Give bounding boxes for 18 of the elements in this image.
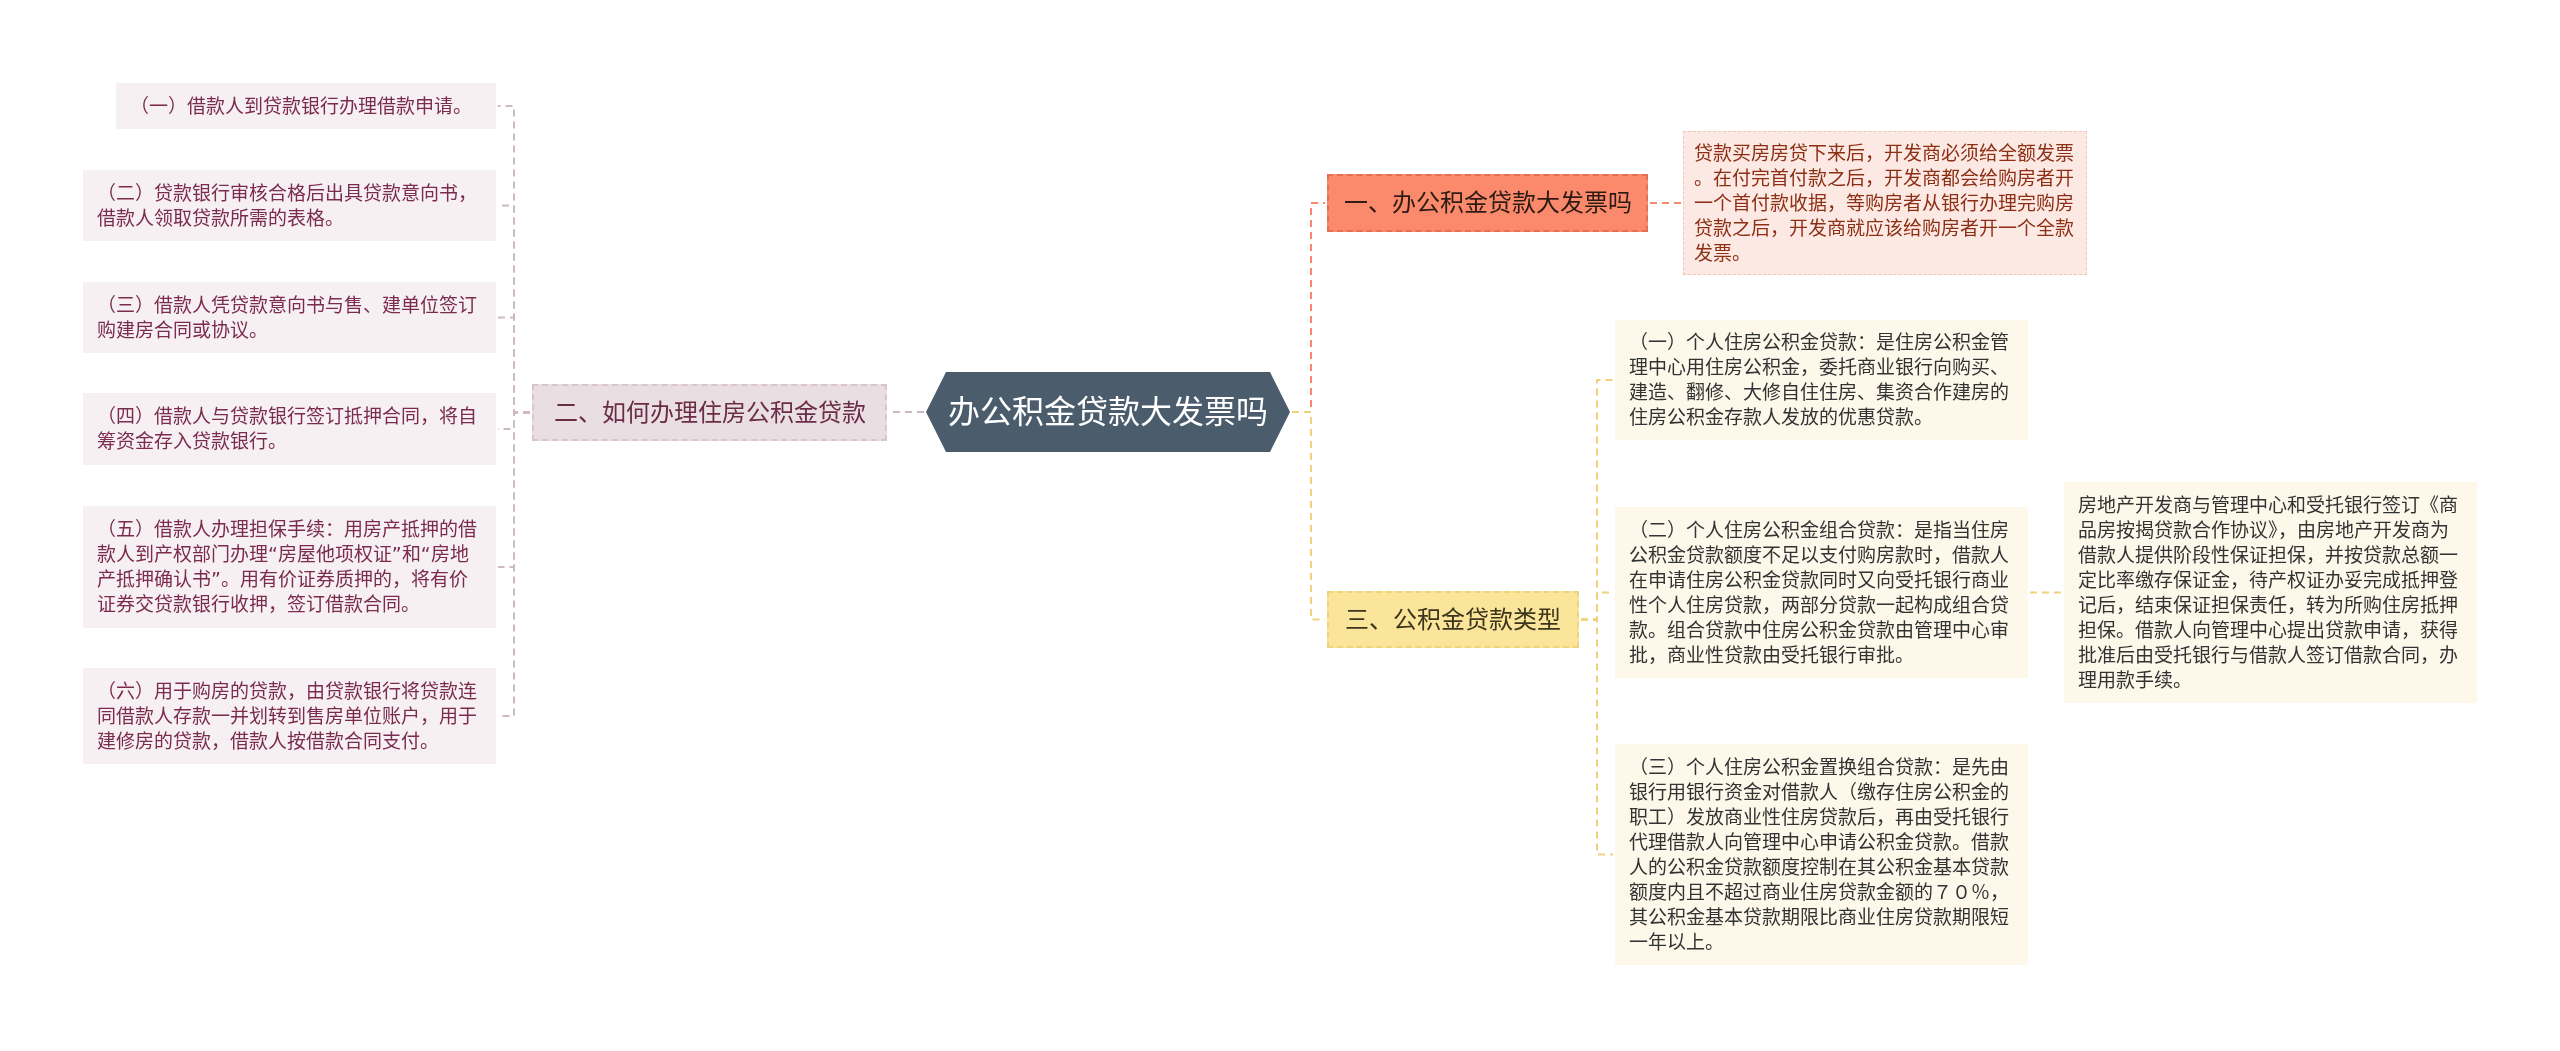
- note-box: （三）个人住房公积金置换组合贷款：是先由银行用银行资金对借款人（缴存住房公积金的职工）发放商业性住房贷款后，再由受托银行代理借款人向管理中心申请公积金贷款。借款人的公积金贷款额度控制在其公积金基本贷款额度内且不超过商业住房贷款金额的７０％，其公积金基本贷款期限比商业住房贷款期限短一年以上。: [1615, 744, 2028, 965]
- topic-box: 三、公积金贷款类型: [1327, 591, 1579, 648]
- note-box: （六）用于购房的贷款，由贷款银行将贷款连同借款人存款一并划转到售房单位账户，用于建修房的贷款，借款人按借款合同支付。: [83, 668, 496, 764]
- topic-box: 二、如何办理住房公积金贷款: [532, 384, 887, 441]
- note-box: （四）借款人与贷款银行签订抵押合同，将自筹资金存入贷款银行。: [83, 393, 496, 465]
- connector-line: [2029, 591, 2063, 594]
- note-box: （一）个人住房公积金贷款：是住房公积金管理中心用住房公积金，委托商业银行向购买、建造、翻修、大修自住住房、集资合作建房的住房公积金存款人发放的优惠贷款。: [1615, 320, 2028, 440]
- note-box: （五）借款人办理担保手续：用房产抵押的借款人到产权部门办理“房屋他项权证”和“房地产抵押确认书”。用有价证券质押的，将有价证券交贷款银行收押，签订借款合同。: [83, 506, 496, 628]
- note-box: （三）借款人凭贷款意向书与售、建单位签订购建房合同或协议。: [83, 282, 496, 353]
- connector-line: [1649, 202, 1682, 204]
- note-box: （一）借款人到贷款银行办理借款申请。: [116, 83, 496, 129]
- note-box: （二）个人住房公积金组合贷款：是指当住房公积金贷款额度不足以支付购房款时，借款人在申请住房公积金贷款同时又向受托银行商业性个人住房贷款，两部分贷款一起构成组合贷款。组合贷款中住房公积金贷款由管理中心审批，商业性贷款由受托银行审批。: [1615, 507, 2028, 678]
- connector-line: [1580, 618, 1614, 856]
- topic-box: 一、办公积金贷款大发票吗: [1327, 174, 1648, 232]
- note-box: （二）贷款银行审核合格后出具贷款意向书，借款人领取贷款所需的表格。: [83, 170, 496, 241]
- topic-hexagon: 办公积金贷款大发票吗: [926, 372, 1290, 452]
- note-box: 贷款买房房贷下来后，开发商必须给全额发票。在付完首付款之后，开发商都会给购房者开一个首付款收据，等购房者从银行办理完购房贷款之后，开发商就应该给购房者开一个全款发票。: [1683, 131, 2087, 275]
- note-box: 房地产开发商与管理中心和受托银行签订《商品房按揭贷款合作协议》，由房地产开发商为借款人提供阶段性保证担保，并按贷款总额一定比率缴存保证金，待产权证办妥完成抵押登记后，结束保证担保责任，转为所购住房抵押担保。借款人向管理中心提出贷款申请，获得批准后由受托银行与借款人签订借款合同，办理用款手续。: [2064, 482, 2477, 703]
